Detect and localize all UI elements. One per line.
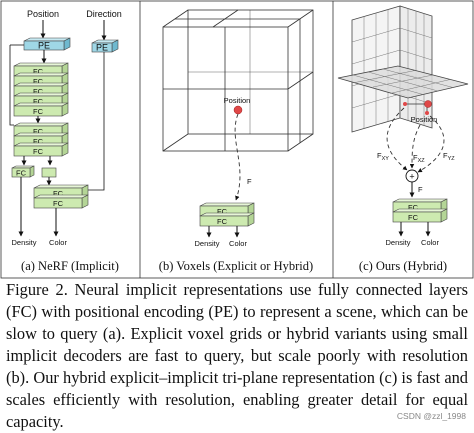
fc-color: FC FC xyxy=(33,184,89,209)
panel-a-position-label: Position xyxy=(27,9,59,19)
fc-stack-1: FC FC FC FC FC xyxy=(13,62,69,117)
svg-text:FC: FC xyxy=(217,207,228,216)
panel-b-color-label: Color xyxy=(229,239,247,248)
svg-text:PE: PE xyxy=(96,43,108,53)
panel-c-density-label: Density xyxy=(385,238,410,247)
panel-c-query-point xyxy=(424,100,432,108)
svg-text:FC: FC xyxy=(33,127,44,136)
panel-b-position-label: Position xyxy=(224,96,251,105)
svg-text:FC: FC xyxy=(33,137,44,146)
svg-text:FC: FC xyxy=(33,107,44,116)
sum-node: + xyxy=(405,169,419,183)
svg-text:FC: FC xyxy=(408,203,419,212)
svg-text:FC: FC xyxy=(16,169,27,178)
panel-a-direction-label: Direction xyxy=(86,9,122,19)
panel-b-query-point xyxy=(233,105,243,115)
svg-text:PE: PE xyxy=(38,41,50,51)
svg-text:FC: FC xyxy=(33,67,44,76)
panel-a-caption: (a) NeRF (Implicit) xyxy=(21,259,119,273)
fc-density: FC xyxy=(11,165,35,178)
svg-text:+: + xyxy=(409,172,414,182)
feature-fxz-label: FXZ xyxy=(413,153,425,164)
pe-box-position: PE xyxy=(23,37,71,51)
panel-a-nerf: Position Direction PE PE FC FC FC FC xyxy=(9,9,122,273)
panel-c-caption: (c) Ours (Hybrid) xyxy=(359,259,447,273)
feature-fxy-label: FXY xyxy=(377,151,389,162)
figure-2: Position Direction PE PE FC FC FC FC xyxy=(0,0,474,279)
svg-text:FC: FC xyxy=(408,213,419,222)
svg-text:FC: FC xyxy=(53,199,64,208)
panel-c-color-label: Color xyxy=(421,238,439,247)
voxel-cube xyxy=(162,9,314,152)
watermark: CSDN @zzl_1998 xyxy=(396,411,466,421)
feature-fyz-label: FYZ xyxy=(443,151,455,162)
svg-text:FC: FC xyxy=(53,189,64,198)
svg-text:FC: FC xyxy=(33,147,44,156)
panel-b-feature-label: F xyxy=(247,177,252,186)
panel-c-position-label: Position xyxy=(411,115,438,124)
triplane-grids xyxy=(337,5,469,133)
panel-b-decoder: FC FC xyxy=(199,202,255,227)
panel-a-color-label: Color xyxy=(49,238,67,247)
figure-caption: Figure 2. Neural implicit representation… xyxy=(6,280,468,431)
fc-stack-2: FC FC FC xyxy=(13,122,69,157)
svg-text:FC: FC xyxy=(33,77,44,86)
panel-c-decoder: FC FC xyxy=(392,198,448,223)
panel-b-density-label: Density xyxy=(194,239,219,248)
svg-text:FC: FC xyxy=(217,217,228,226)
panel-c-triplane: Position FXY FXZ FYZ + F FC FC Density C… xyxy=(337,5,469,273)
svg-text:FC: FC xyxy=(33,87,44,96)
panel-c-feature-label: F xyxy=(418,185,423,194)
panel-borders xyxy=(0,0,474,279)
panel-a-density-label: Density xyxy=(11,238,36,247)
pe-box-direction: PE xyxy=(91,39,119,53)
panel-b-voxels: Position F FC FC Density Color (b) Voxel… xyxy=(159,9,314,273)
panel-b-caption: (b) Voxels (Explicit or Hybrid) xyxy=(159,259,313,273)
svg-text:FC: FC xyxy=(33,97,44,106)
